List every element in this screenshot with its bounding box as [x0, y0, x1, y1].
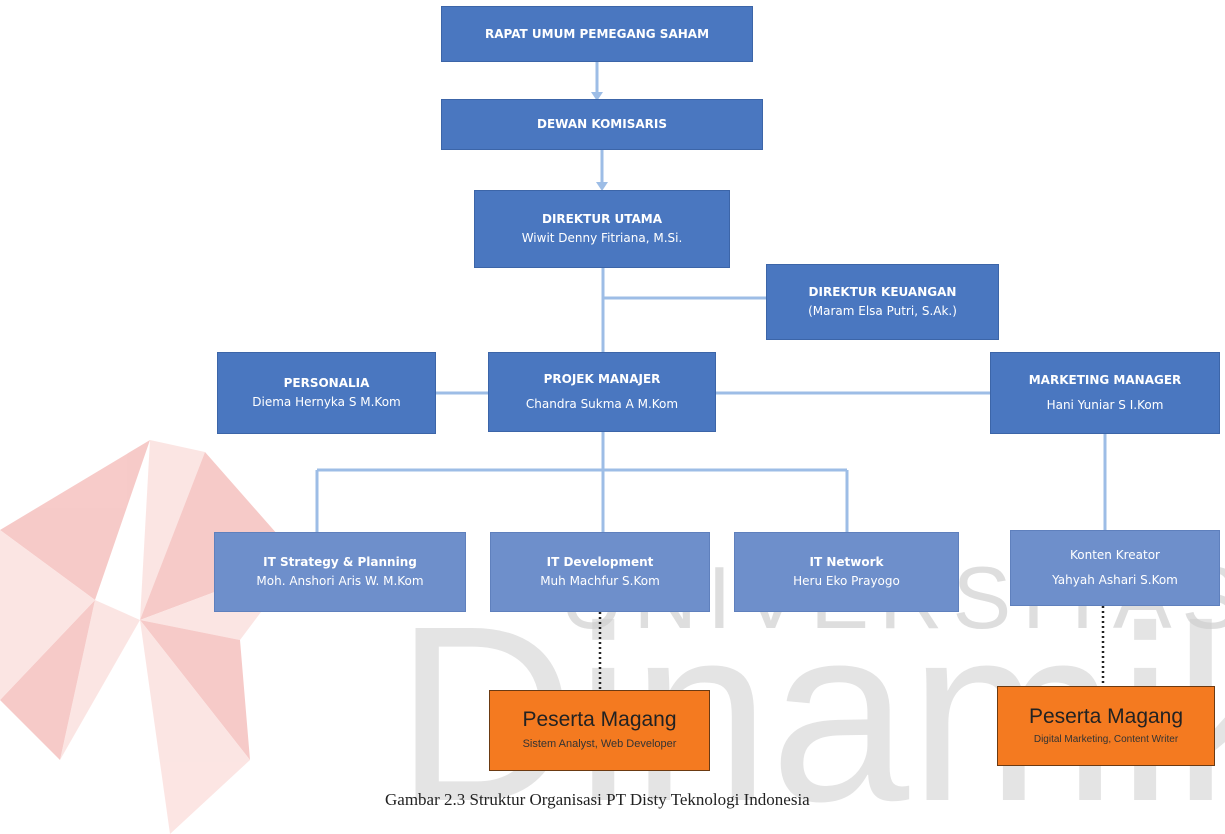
- node-konten-kreator-name: Yahyah Ashari S.Kom: [1052, 573, 1178, 587]
- node-it-strategy: IT Strategy & Planning Moh. Anshori Aris…: [214, 532, 466, 612]
- node-marketing-manager-title: MARKETING MANAGER: [1028, 373, 1182, 388]
- node-projek-manajer: PROJEK MANAJER Chandra Sukma A M.Kom: [488, 352, 716, 432]
- node-projek-manajer-title: PROJEK MANAJER: [543, 372, 661, 387]
- node-direktur-utama-title: DIREKTUR UTAMA: [541, 212, 663, 227]
- node-rups: RAPAT UMUM PEMEGANG SAHAM: [441, 6, 753, 62]
- node-direktur-utama-name: Wiwit Denny Fitriana, M.Si.: [521, 231, 683, 245]
- node-it-development-title: IT Development: [546, 555, 654, 570]
- node-it-network: IT Network Heru Eko Prayogo: [734, 532, 959, 612]
- node-konten-kreator-title: Konten Kreator: [1070, 548, 1160, 563]
- node-it-network-title: IT Network: [809, 555, 884, 570]
- node-peserta-magang-1-role: Sistem Analyst, Web Developer: [522, 737, 677, 750]
- node-peserta-magang-2-role: Digital Marketing, Content Writer: [1033, 733, 1179, 745]
- node-it-network-name: Heru Eko Prayogo: [793, 574, 900, 588]
- node-direktur-keuangan-name: (Maram Elsa Putri, S.Ak.): [808, 304, 957, 318]
- node-direktur-keuangan: DIREKTUR KEUANGAN (Maram Elsa Putri, S.A…: [766, 264, 999, 340]
- node-rups-title: RAPAT UMUM PEMEGANG SAHAM: [484, 26, 710, 41]
- node-projek-manajer-name: Chandra Sukma A M.Kom: [525, 397, 679, 411]
- node-personalia-name: Diema Hernyka S M.Kom: [252, 395, 401, 409]
- node-direktur-utama: DIREKTUR UTAMA Wiwit Denny Fitriana, M.S…: [474, 190, 730, 268]
- node-marketing-manager-name: Hani Yuniar S I.Kom: [1046, 398, 1164, 412]
- node-it-development-name: Muh Machfur S.Kom: [540, 574, 660, 588]
- node-dewan-komisaris-title: DEWAN KOMISARIS: [536, 117, 667, 132]
- node-direktur-keuangan-title: DIREKTUR KEUANGAN: [808, 285, 957, 300]
- node-it-development: IT Development Muh Machfur S.Kom: [490, 532, 710, 612]
- node-konten-kreator: Konten Kreator Yahyah Ashari S.Kom: [1010, 530, 1220, 606]
- node-personalia: PERSONALIA Diema Hernyka S M.Kom: [217, 352, 436, 434]
- node-personalia-title: PERSONALIA: [283, 376, 370, 391]
- node-it-strategy-title: IT Strategy & Planning: [263, 555, 417, 570]
- node-peserta-magang-2: Peserta Magang Digital Marketing, Conten…: [997, 686, 1215, 766]
- node-marketing-manager: MARKETING MANAGER Hani Yuniar S I.Kom: [990, 352, 1220, 434]
- node-peserta-magang-1: Peserta Magang Sistem Analyst, Web Devel…: [489, 690, 710, 771]
- node-it-strategy-name: Moh. Anshori Aris W. M.Kom: [256, 574, 424, 588]
- node-peserta-magang-1-title: Peserta Magang: [522, 708, 677, 732]
- node-peserta-magang-2-title: Peserta Magang: [1028, 704, 1184, 728]
- node-dewan-komisaris: DEWAN KOMISARIS: [441, 99, 763, 150]
- figure-caption: Gambar 2.3 Struktur Organisasi PT Disty …: [385, 790, 810, 809]
